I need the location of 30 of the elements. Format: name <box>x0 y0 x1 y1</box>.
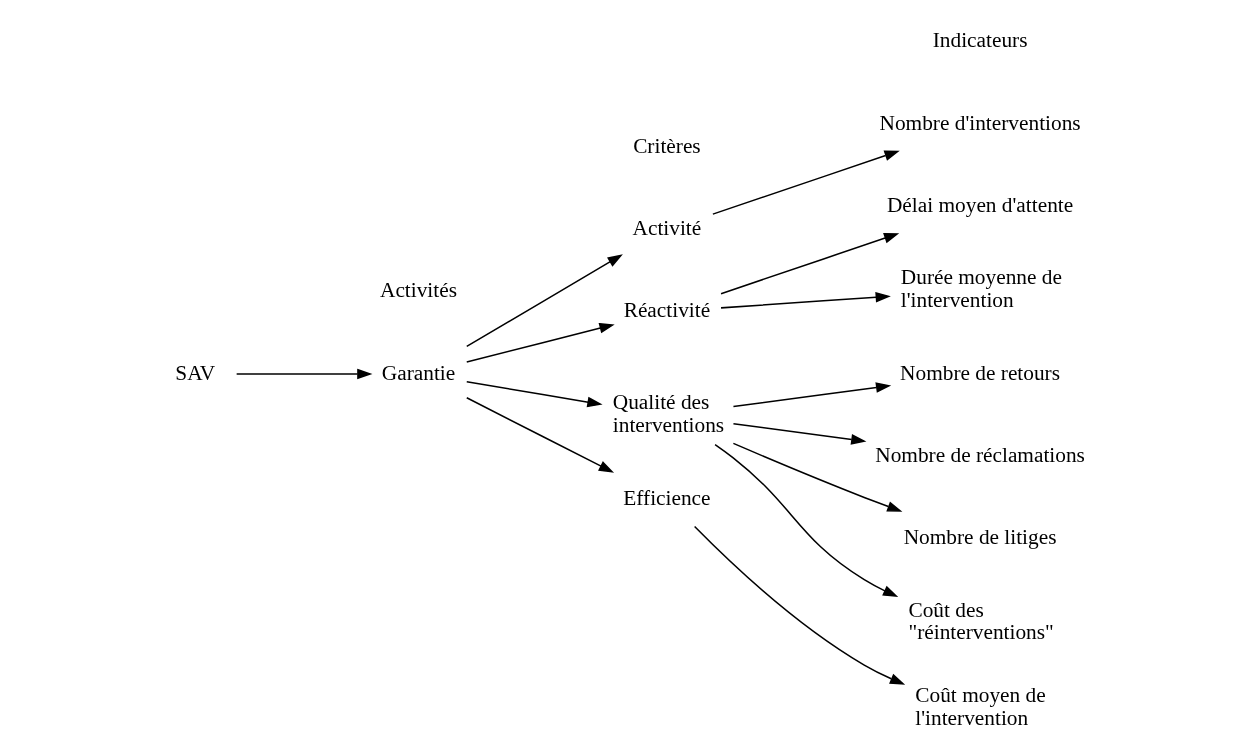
node-text: Garantie <box>381 360 455 385</box>
node-text: Nombre de réclamations <box>874 442 1085 467</box>
arrow <box>732 382 891 408</box>
arrow <box>713 443 898 598</box>
node-text: Qualité des interventions <box>612 390 724 438</box>
label: Activités <box>379 278 457 303</box>
node-text: Délai moyen d'attente <box>886 192 1073 217</box>
node-text: Coût des "réinterventions" <box>907 597 1054 645</box>
arrow <box>465 381 603 408</box>
node-text: Nombre de retours <box>899 360 1060 385</box>
node-text: Durée moyenne de l'intervention <box>900 265 1062 313</box>
node-text: Nombre de litiges <box>903 525 1056 550</box>
arrow <box>732 423 866 445</box>
arrow <box>719 233 899 295</box>
node-text: Efficience <box>622 485 711 510</box>
node-text: Nombre d'interventions <box>879 110 1081 135</box>
node-text: Réactivité <box>623 298 710 323</box>
arrow <box>235 368 372 380</box>
arrow <box>719 291 891 309</box>
node-text: Coût moyen de l'intervention <box>914 682 1046 730</box>
arrow <box>465 323 615 363</box>
label: Critères <box>632 133 701 158</box>
arrow <box>711 150 900 215</box>
arrow <box>732 442 902 512</box>
arrow <box>693 525 905 685</box>
arrow <box>465 397 614 473</box>
node-text: SAV <box>174 360 215 385</box>
arrow <box>465 254 623 348</box>
label: Indicateurs <box>932 28 1027 53</box>
node-text: Activité <box>632 215 701 240</box>
